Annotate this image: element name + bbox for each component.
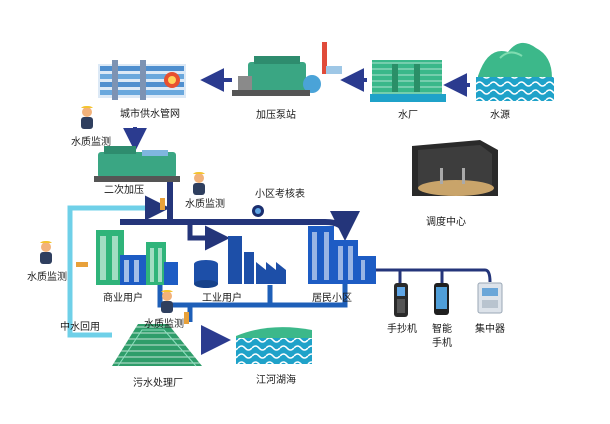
- pump-station-icon: [232, 42, 342, 96]
- supply-to-residential-pipe: [170, 210, 360, 241]
- label-water-source: 水源: [490, 108, 510, 121]
- label-industrial-users: 工业用户: [202, 291, 242, 304]
- label-city-pipe-network: 城市供水管网: [120, 107, 180, 120]
- label-quality-monitor-2: 水质监测: [185, 197, 225, 210]
- commercial-sewage-pipe: [157, 285, 190, 308]
- label-concentrator: 集中器: [475, 322, 505, 335]
- label-water-plant: 水厂: [398, 109, 418, 121]
- label-secondary-pressure: 二次加压: [104, 183, 144, 196]
- worker-2: [193, 171, 205, 195]
- sewage-plant-icon: [112, 324, 202, 367]
- label-quality-monitor-3: 水质监测: [27, 270, 67, 283]
- label-smart-phone-line2: 手机: [432, 336, 452, 349]
- labels: 水源 水厂 加压泵站 城市供水管网 水质监测 二次加压 水质监测 小区考核表 调…: [27, 107, 510, 389]
- industrial-factory-icon: [194, 236, 286, 288]
- label-sewage-plant: 污水处理厂: [133, 377, 183, 389]
- meter-data-line: [375, 268, 492, 283]
- supply-to-industrial-pipe: [187, 222, 230, 251]
- river-lake-sea-icon: [236, 327, 312, 364]
- worker-3: [40, 240, 52, 264]
- concentrator-icon: [477, 282, 503, 314]
- secondary-pressure-icon: [94, 146, 180, 182]
- pipes: [67, 180, 492, 338]
- worker-4: [161, 289, 173, 313]
- label-smart-phone-line1: 智能: [432, 322, 452, 335]
- label-dispatch-center: 调度中心: [426, 215, 466, 228]
- label-district-meter: 小区考核表: [255, 187, 305, 200]
- water-source-icon: [476, 42, 554, 101]
- label-quality-monitor-1: 水质监测: [71, 135, 111, 148]
- valve-markers: [76, 198, 189, 324]
- pipe-network-icon: [98, 60, 186, 100]
- smart-phone-icon: [434, 283, 449, 315]
- commercial-building-icon: [96, 230, 178, 285]
- dispatch-center-icon: [412, 140, 498, 196]
- worker-1: [81, 105, 93, 129]
- residential-building-icon: [308, 226, 376, 284]
- worker-icon: [40, 105, 205, 313]
- water-plant-icon: [370, 60, 446, 102]
- label-rivers-lakes-sea: 江河湖海: [256, 373, 296, 386]
- flow-arrows: [123, 68, 470, 355]
- label-handheld-reader: 手抄机: [387, 322, 417, 335]
- reclaimed-loop-pipe: [67, 205, 145, 338]
- district-meter-icon: [252, 205, 264, 217]
- handheld-reader-icon: [394, 283, 408, 317]
- label-quality-monitor-4: 水质监测: [144, 317, 184, 330]
- label-reclaimed-water: 中水回用: [60, 320, 100, 333]
- label-commercial-users: 商业用户: [103, 291, 143, 304]
- label-pump-station: 加压泵站: [256, 108, 296, 121]
- label-residential-district: 居民小区: [312, 292, 352, 304]
